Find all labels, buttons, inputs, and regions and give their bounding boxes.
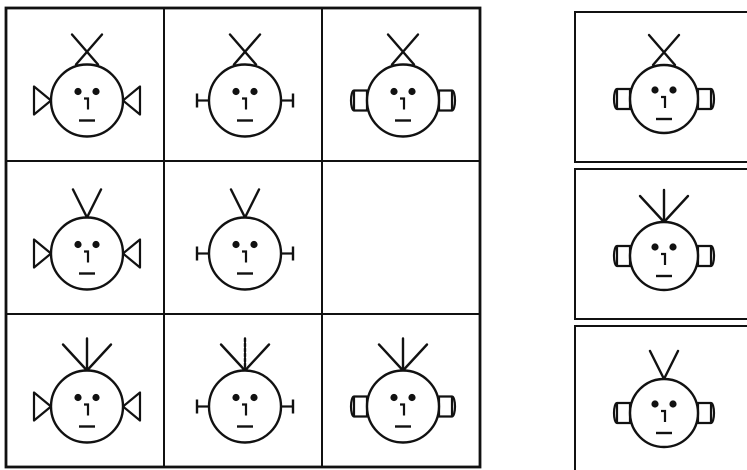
eye-right (408, 394, 415, 401)
matrix-cell (34, 35, 140, 137)
matrix-grid (6, 8, 480, 467)
eye-left (651, 86, 658, 93)
ear-d-left (614, 403, 630, 423)
ear-triangle-right (123, 87, 140, 115)
ear-triangle-left (34, 240, 51, 268)
ear-d-right (698, 403, 714, 423)
face (197, 35, 293, 137)
hair-trident-dashed (221, 339, 269, 371)
ear-bolt-right (281, 400, 293, 414)
matrix-cell (351, 35, 455, 137)
eye-right (408, 88, 415, 95)
eye-right (92, 88, 99, 95)
face (197, 339, 293, 443)
matrix-cell (34, 339, 140, 443)
matrix-cell (351, 339, 455, 443)
matrix-cell (197, 339, 293, 443)
matrix-cell (34, 190, 140, 290)
face (197, 190, 293, 290)
ear-bolt-left (197, 400, 209, 414)
face (34, 190, 140, 290)
hair-x (230, 35, 260, 65)
answer-option[interactable] (575, 12, 747, 162)
ear-triangle-right (123, 393, 140, 421)
ear-triangle-left (34, 87, 51, 115)
ear-bolt-left (197, 94, 209, 108)
ear-d-right (698, 89, 714, 109)
eye-left (74, 241, 81, 248)
hair-v (231, 190, 259, 218)
face (34, 35, 140, 137)
face (351, 35, 455, 137)
eye-left (232, 394, 239, 401)
ear-d-left (351, 91, 367, 111)
eye-right (92, 241, 99, 248)
answer-options (575, 12, 747, 470)
ear-d-left (614, 89, 630, 109)
hair-trident (63, 339, 111, 371)
ear-triangle-left (34, 393, 51, 421)
eye-right (250, 88, 257, 95)
eye-right (250, 241, 257, 248)
matrix-cell (197, 35, 293, 137)
eye-right (669, 86, 676, 93)
eye-right (669, 243, 676, 250)
ear-bolt-left (197, 247, 209, 261)
eye-right (250, 394, 257, 401)
eye-left (651, 400, 658, 407)
ear-d-right (439, 91, 455, 111)
ear-triangle-right (123, 240, 140, 268)
ear-bolt-right (281, 94, 293, 108)
eye-left (74, 394, 81, 401)
matrix-cell (197, 190, 293, 290)
hair-v (73, 190, 101, 218)
eye-left (651, 243, 658, 250)
eye-right (669, 400, 676, 407)
ear-bolt-right (281, 247, 293, 261)
eye-left (74, 88, 81, 95)
face (351, 339, 455, 443)
eye-left (232, 88, 239, 95)
eye-left (390, 394, 397, 401)
ear-d-right (698, 246, 714, 266)
eye-left (232, 241, 239, 248)
eye-right (92, 394, 99, 401)
face (34, 339, 140, 443)
hair-x (388, 35, 418, 65)
ear-d-left (351, 397, 367, 417)
hair-trident (379, 339, 427, 371)
eye-left (390, 88, 397, 95)
ear-d-left (614, 246, 630, 266)
answer-option[interactable] (575, 169, 747, 319)
hair-x (72, 35, 102, 65)
ear-d-right (439, 397, 455, 417)
answer-option[interactable] (575, 326, 747, 470)
